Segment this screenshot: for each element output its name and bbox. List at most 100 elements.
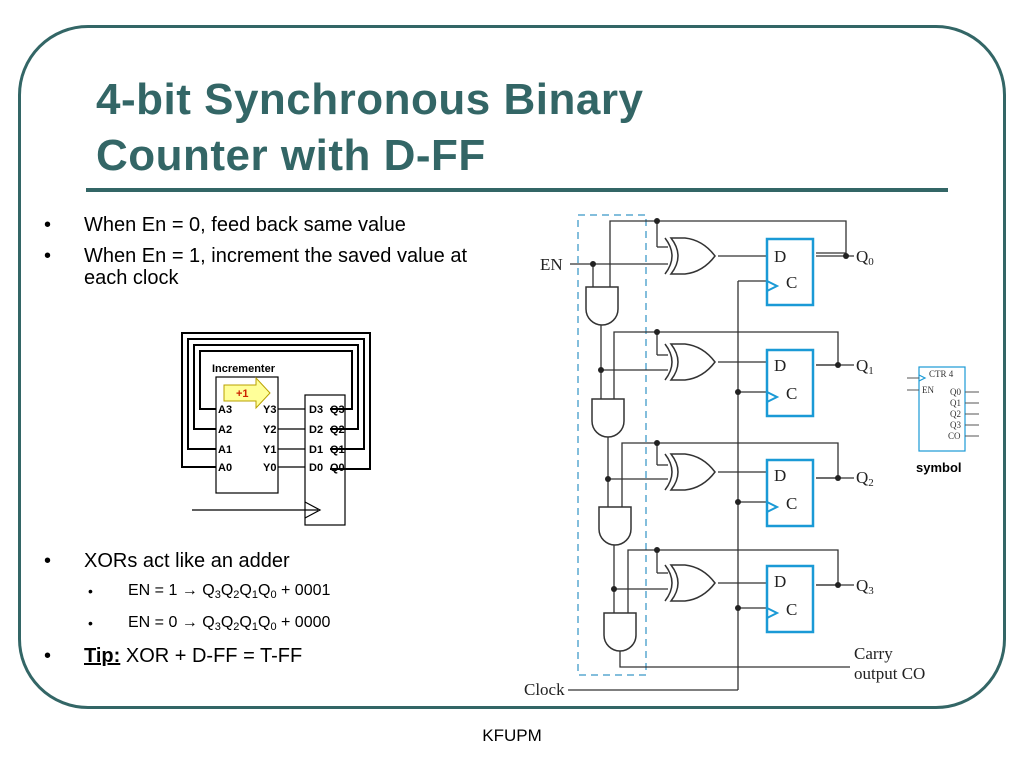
ff-d-label: D: [774, 356, 786, 375]
bullet-list-top: • When En = 0, feed back same value • When…: [44, 214, 504, 298]
ctr4-symbol: CTR 4 EN Q0 Q1 Q2 Q3 CO: [907, 366, 979, 452]
subscript: 2: [868, 477, 874, 489]
subscript: 0: [270, 589, 277, 601]
symbol-caption: symbol: [916, 460, 962, 475]
register-box: [304, 394, 346, 526]
bullet-icon: •: [44, 645, 52, 667]
incrementer-op: +1: [236, 388, 249, 400]
bullet-item-tip: • Tip: XOR + D-FF = T-FF: [44, 645, 504, 667]
carry-chain-highlight: [577, 214, 647, 676]
pin-label: Y3: [263, 404, 276, 416]
eq-text: Q: [257, 614, 271, 631]
xor-gate-0: [664, 237, 716, 275]
title-line-1: 4-bit Synchronous Binary: [96, 75, 644, 124]
eq-text: Q: [257, 582, 271, 599]
ff-c-label: C: [786, 600, 797, 619]
xor-gate-3: [664, 564, 716, 602]
svg-text:Q0: Q0: [856, 247, 874, 268]
and-gate-3: [603, 612, 637, 652]
feedback-wire-q2: [193, 344, 359, 430]
pin-label: Y1: [263, 444, 276, 456]
svg-text:Q1: Q1: [856, 356, 874, 377]
symbol-name: CTR 4: [929, 369, 954, 379]
feedback-wire-q3: [199, 350, 353, 410]
and-gate-0: [585, 286, 619, 326]
title-line-2: Counter with D-FF: [96, 131, 486, 180]
pin-label: D2: [309, 424, 323, 436]
pin-label: A3: [218, 404, 232, 416]
bullet-text: XORs act like an adder: [84, 550, 290, 572]
subscript: 1: [251, 589, 258, 601]
pin-label: D0: [309, 462, 323, 474]
subscript: 0: [868, 256, 874, 268]
svg-text:Q3: Q3: [856, 576, 874, 597]
subscript: 3: [214, 589, 221, 601]
pin-label: Y0: [263, 462, 276, 474]
bullet-icon: •: [44, 550, 52, 572]
clock-triangle-icon: [304, 501, 322, 519]
bullet-list-bottom: •XORs act like an adder •EN = 1 → Q3Q2Q1…: [44, 550, 504, 676]
feedback-wire-q1: [187, 338, 365, 450]
bullet-item: • When En = 0, feed back same value: [44, 214, 504, 236]
eq-text: Q: [220, 614, 234, 631]
pin-label: Q1: [330, 444, 345, 456]
bullet-icon: •: [88, 583, 93, 599]
slide-frame: [18, 25, 1006, 709]
symbol-en: EN: [922, 385, 934, 395]
counter-circuit: D C D C D C D C Q0 Q1 Q2 Q3 EN Clock Car…: [524, 214, 925, 699]
eq-text: + 0000: [276, 614, 331, 631]
q3-label: Q: [856, 576, 868, 595]
ff-d-label: D: [774, 572, 786, 591]
title-underline: [86, 188, 948, 192]
xor-gate-2: [664, 453, 716, 491]
ff-c-label: C: [786, 384, 797, 403]
symbol-pin: Q0: [950, 387, 961, 397]
subscript: 2: [233, 589, 240, 601]
subscript: 3: [868, 585, 874, 597]
pin-label: Q3: [330, 404, 345, 416]
sub-bullet-en1: •EN = 1 → Q3Q2Q1Q0 + 0001: [44, 581, 504, 601]
pin-label: Q0: [330, 462, 345, 474]
en-label: EN: [540, 255, 563, 274]
symbol-pin: CO: [948, 431, 961, 441]
sub-bullet-en0: •EN = 0 → Q3Q2Q1Q0 + 0000: [44, 613, 504, 633]
pin-label: D3: [309, 404, 323, 416]
xor-gate-1: [664, 343, 716, 381]
eq-text: Q: [239, 614, 252, 631]
eq-text: EN = 1 → Q: [128, 582, 215, 599]
bullet-text: When En = 0, feed back same value: [84, 214, 406, 236]
subscript: 1: [251, 621, 258, 633]
q2-label: Q: [856, 468, 868, 487]
ff-c-label: C: [786, 494, 797, 513]
subscript: 1: [868, 365, 874, 377]
subscript: 2: [233, 621, 240, 633]
pin-label: A1: [218, 444, 232, 456]
plus-one-arrow-icon: [223, 376, 271, 410]
feedback-wire-q0: [181, 332, 371, 470]
symbol-pin: Q3: [950, 420, 961, 430]
clock-label: Clock: [524, 680, 565, 699]
and-gate-1: [591, 398, 625, 438]
incrementer-diagram: +1 Incrementer A3 A2 A1 A0 Y3 Y2 Y1 Y0 D…: [181, 332, 371, 526]
symbol-pin: Q2: [950, 409, 961, 419]
clock-triangle-icon: [918, 374, 927, 382]
q1-label: Q: [856, 356, 868, 375]
subscript: 0: [270, 621, 277, 633]
pin-label: D1: [309, 444, 323, 456]
bullet-icon: •: [44, 245, 52, 267]
carry-label: Carry: [854, 644, 893, 663]
ff-d-label: D: [774, 247, 786, 266]
svg-text:Q2: Q2: [856, 468, 874, 489]
bullet-item: •When En = 1, increment the saved value …: [44, 245, 514, 289]
tip-label: Tip:: [84, 645, 121, 667]
bullet-icon: •: [44, 214, 52, 236]
incrementer-label: Incrementer: [212, 363, 276, 375]
eq-text: Q: [220, 582, 234, 599]
bullet-item: • XORs act like an adder: [44, 550, 504, 572]
eq-text: + 0001: [276, 582, 331, 599]
q0-label: Q: [856, 247, 868, 266]
tip-text: XOR + D-FF = T-FF: [120, 645, 303, 667]
pin-label: Y2: [263, 424, 276, 436]
pin-label: A0: [218, 462, 232, 474]
symbol-pin: Q1: [950, 398, 961, 408]
